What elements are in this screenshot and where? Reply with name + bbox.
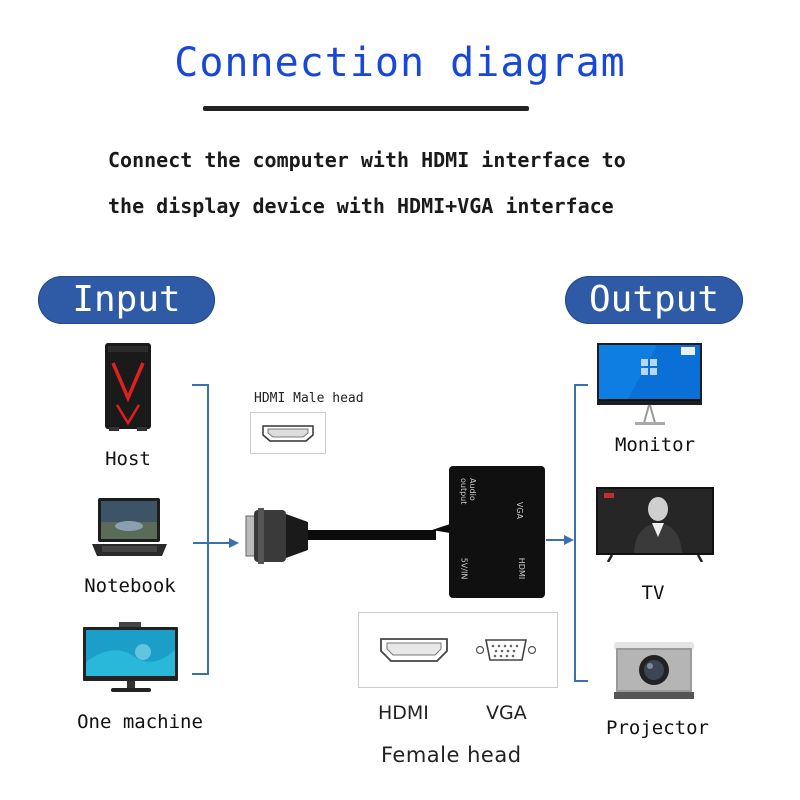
adapter-box: Audio output VGA 5V/IN HDMI (449, 466, 545, 598)
female-port-label-vga: VGA (486, 702, 527, 724)
device-label-host: Host (105, 448, 151, 470)
diagram-title: Connection diagram (174, 40, 626, 86)
port-label-hdmi: HDMI (517, 557, 527, 580)
device-label-projector: Projector (606, 717, 709, 739)
male-head-label: HDMI Male head (254, 391, 364, 406)
port-label-5v: 5V/IN (459, 557, 469, 580)
subtitle-line-1: Connect the computer with HDMI interface… (108, 148, 626, 172)
output-bracket (574, 384, 588, 682)
title-underline (203, 106, 529, 111)
device-label-monitor: Monitor (614, 434, 696, 456)
monitor-icon (597, 343, 702, 428)
hdmi-male-head-box (250, 412, 326, 454)
laptop-icon (92, 498, 167, 560)
device-label-notebook: Notebook (84, 575, 176, 597)
female-head-box (358, 612, 558, 688)
all-in-one-pc-icon (83, 622, 178, 694)
vga-male-connector (236, 500, 456, 580)
output-heading: Output (565, 276, 743, 324)
pc-tower-icon (103, 343, 153, 431)
female-head-label: Female head (381, 743, 522, 767)
female-port-label-hdmi: HDMI (378, 702, 429, 724)
device-label-tv: TV (641, 582, 665, 604)
input-heading: Input (38, 276, 215, 324)
vga-female-port-icon (475, 639, 537, 661)
hdmi-male-port-icon (262, 425, 314, 442)
tv-icon (596, 487, 714, 563)
input-bracket (192, 384, 209, 675)
hdmi-female-port-icon (380, 638, 448, 662)
port-label-audio: Audio output (459, 478, 477, 505)
output-arrow-icon (546, 531, 576, 545)
port-label-vga: VGA (515, 501, 525, 520)
device-label-one-machine: One machine (77, 711, 203, 733)
projector-icon (614, 642, 694, 700)
input-arrow-icon (193, 534, 241, 548)
subtitle-line-2: the display device with HDMI+VGA interfa… (108, 194, 614, 218)
